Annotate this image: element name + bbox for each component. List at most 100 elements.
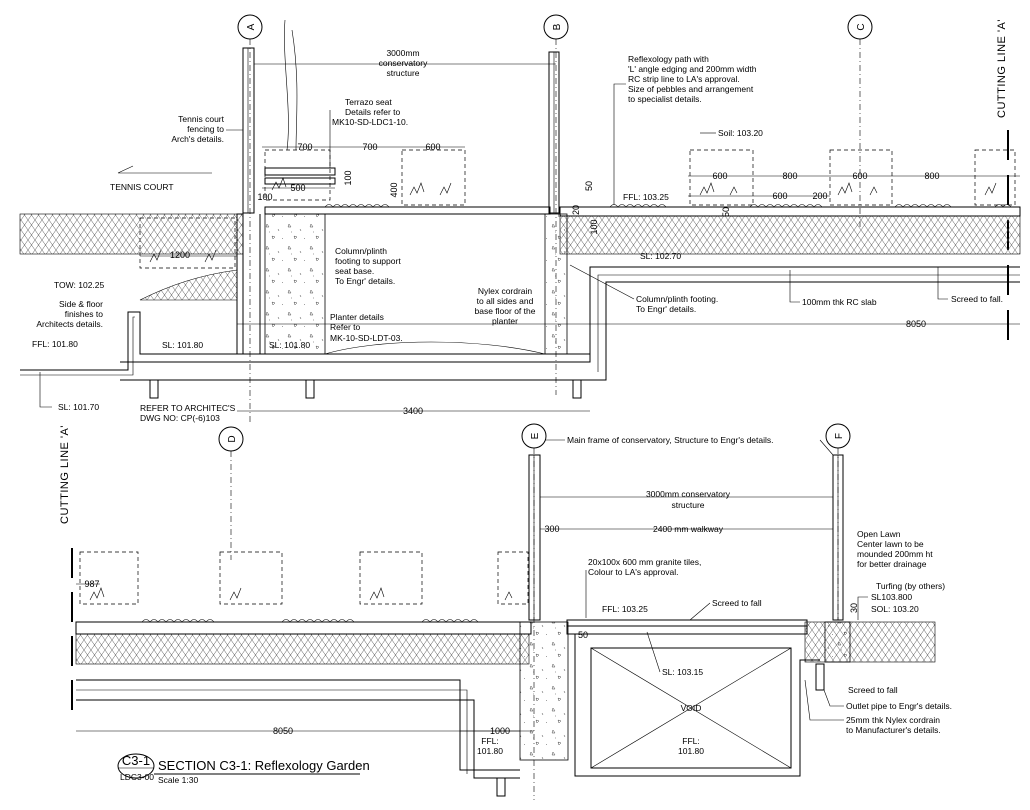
svg-text:Center lawn to be: Center lawn to be: [857, 539, 924, 549]
label-sl-103800: SL103.800: [871, 592, 912, 602]
svg-text:base floor of the: base floor of the: [475, 306, 536, 316]
gridline-a-label: A: [246, 23, 257, 30]
svg-text:planter: planter: [492, 316, 518, 326]
svg-text:Details refer to: Details refer to: [345, 107, 401, 117]
label-void: VOID: [681, 703, 702, 713]
label-sl-10315: SL: 103.15: [662, 667, 703, 677]
gridline-c-label: C: [856, 23, 867, 30]
label-walkway: 2400 mm walkway: [653, 524, 724, 534]
label-ffl-10180-b: FFL: 101.80: [678, 736, 704, 756]
svg-text:REFER TO ARCHITEC'S: REFER TO ARCHITEC'S: [140, 403, 236, 413]
label-column-plinth: Column/plinth footing to support seat ba…: [335, 246, 401, 286]
label-main-frame: Main frame of conservatory, Structure to…: [567, 435, 774, 445]
gridline-e-label: E: [530, 432, 541, 439]
svg-text:Column/plinth: Column/plinth: [335, 246, 387, 256]
svg-text:FFL:: FFL:: [481, 736, 498, 746]
svg-text:'L' angle edging and 200mm wid: 'L' angle edging and 200mm width: [628, 64, 757, 74]
label-terrazo-seat: Terrazo seat Details refer to MK10-SD-LD…: [329, 97, 408, 168]
dim-500: 500: [290, 183, 305, 193]
svg-text:Side & floor: Side & floor: [59, 299, 103, 309]
label-sl-10270: SL: 102.70: [640, 251, 681, 261]
label-tennis-court: TENNIS COURT: [110, 182, 174, 192]
svg-text:footing to support: footing to support: [335, 256, 401, 266]
label-sl-10180-b: SL: 101.80: [269, 340, 310, 350]
gridline-e: E: [521, 423, 547, 800]
dim-600b: 600: [712, 171, 727, 181]
label-ffl-10325: FFL: 103.25: [623, 192, 669, 202]
svg-text:structure: structure: [386, 68, 419, 78]
lower-section: D E F CUTTING LINE 'A': [59, 423, 952, 800]
dim-50b: 50: [721, 207, 731, 217]
label-tennis-fence: Tennis court fencing to Arch's details.: [171, 114, 243, 144]
drawing-title: SECTION C3-1: Reflexology Garden: [158, 758, 370, 773]
title-block: C3-1 LDC3-00 SECTION C3-1: Reflexology G…: [117, 753, 370, 785]
svg-text:Colour to LA's approval.: Colour to LA's approval.: [588, 567, 678, 577]
svg-text:101.80: 101.80: [678, 746, 704, 756]
label-rc-slab: 100mm thk RC slab: [802, 297, 877, 307]
svg-text:MK-10-SD-LDT-03.: MK-10-SD-LDT-03.: [330, 333, 403, 343]
dim-50a: 50: [584, 181, 594, 191]
dim-8050-upper: 8050: [906, 319, 926, 329]
label-ffl-10180-upper: FFL: 101.80: [32, 339, 78, 349]
dim-700b: 700: [362, 142, 377, 152]
svg-text:structure: structure: [671, 500, 704, 510]
label-nylex-cordrain: Nylex cordrain to all sides and base flo…: [475, 286, 536, 326]
dim-1200: 1200: [170, 250, 190, 260]
svg-text:Refer to: Refer to: [330, 322, 361, 332]
gridline-d-label: D: [227, 435, 238, 442]
label-conservatory-upper: 3000mm conservatory structure: [379, 48, 428, 78]
dim-100c: 100: [589, 219, 599, 234]
svg-text:3000mm: 3000mm: [386, 48, 419, 58]
dim-600a: 600: [425, 142, 440, 152]
svg-text:to all sides and: to all sides and: [477, 296, 534, 306]
label-screed: Screed to fall.: [951, 294, 1003, 304]
svg-text:Reflexology path with: Reflexology path with: [628, 54, 709, 64]
upper-section: A B C CUTTING LINE 'A': [19, 14, 1021, 425]
dim-8050-lower: 8050: [273, 726, 293, 736]
dim-3400: 3400: [403, 406, 423, 416]
svg-text:Open Lawn: Open Lawn: [857, 529, 901, 539]
svg-text:Nylex cordrain: Nylex cordrain: [478, 286, 533, 296]
dim-300: 300: [544, 524, 559, 534]
label-sl-10170: SL: 101.70: [58, 402, 99, 412]
label-refer-architect: REFER TO ARCHITEC'S DWG NO: CP(-6)103: [140, 403, 236, 423]
svg-text:To Engr' details.: To Engr' details.: [636, 304, 696, 314]
svg-text:DWG NO: CP(-6)103: DWG NO: CP(-6)103: [140, 413, 220, 423]
svg-text:for better drainage: for better drainage: [857, 559, 927, 569]
cutting-line-right: CUTTING LINE 'A': [996, 19, 1008, 118]
svg-text:3000mm conservatory: 3000mm conservatory: [646, 489, 731, 499]
svg-text:20x100x 600 mm granite tiles,: 20x100x 600 mm granite tiles,: [588, 557, 701, 567]
svg-text:To Engr' details.: To Engr' details.: [335, 276, 395, 286]
svg-text:Tennis court: Tennis court: [178, 114, 224, 124]
title-tag-bottom: LDC3-00: [120, 772, 154, 782]
label-screed-fall: Screed to fall: [712, 598, 762, 608]
svg-text:Column/plinth footing.: Column/plinth footing.: [636, 294, 718, 304]
dim-100b: 100: [343, 170, 353, 185]
svg-text:Planter details: Planter details: [330, 312, 384, 322]
dim-987: 987: [84, 579, 99, 589]
dim-700a: 700: [297, 142, 312, 152]
svg-text:RC strip line to LA's approval: RC strip line to LA's approval.: [628, 74, 740, 84]
title-tag-top: C3-1: [122, 753, 150, 768]
gridline-d: D: [218, 426, 244, 560]
gridline-c: C: [847, 14, 873, 230]
svg-text:101.80: 101.80: [477, 746, 503, 756]
svg-text:Architects details.: Architects details.: [36, 319, 103, 329]
gridline-f-label: F: [834, 433, 845, 439]
dim-1000: 1000: [490, 726, 510, 736]
label-reflexology-path: Reflexology path with 'L' angle edging a…: [613, 54, 757, 205]
dim-200: 200: [812, 191, 827, 201]
dim-20: 20: [571, 205, 581, 215]
dim-30: 30: [849, 603, 859, 613]
label-granite-tiles: 20x100x 600 mm granite tiles, Colour to …: [585, 557, 701, 618]
label-open-lawn: Open Lawn Center lawn to be mounded 200m…: [857, 529, 933, 569]
label-conservatory-lower: 3000mm conservatory structure: [646, 489, 731, 510]
dim-100a: 100: [257, 192, 272, 202]
svg-text:to specialist details.: to specialist details.: [628, 94, 702, 104]
svg-text:mounded 200mm ht: mounded 200mm ht: [857, 549, 933, 559]
svg-text:25mm thk Nylex cordrain: 25mm thk Nylex cordrain: [846, 715, 940, 725]
dim-600d: 600: [772, 191, 787, 201]
label-column-footing: Column/plinth footing. To Engr' details.: [569, 264, 718, 314]
svg-text:Size of pebbles and arrangemen: Size of pebbles and arrangement: [628, 84, 754, 94]
